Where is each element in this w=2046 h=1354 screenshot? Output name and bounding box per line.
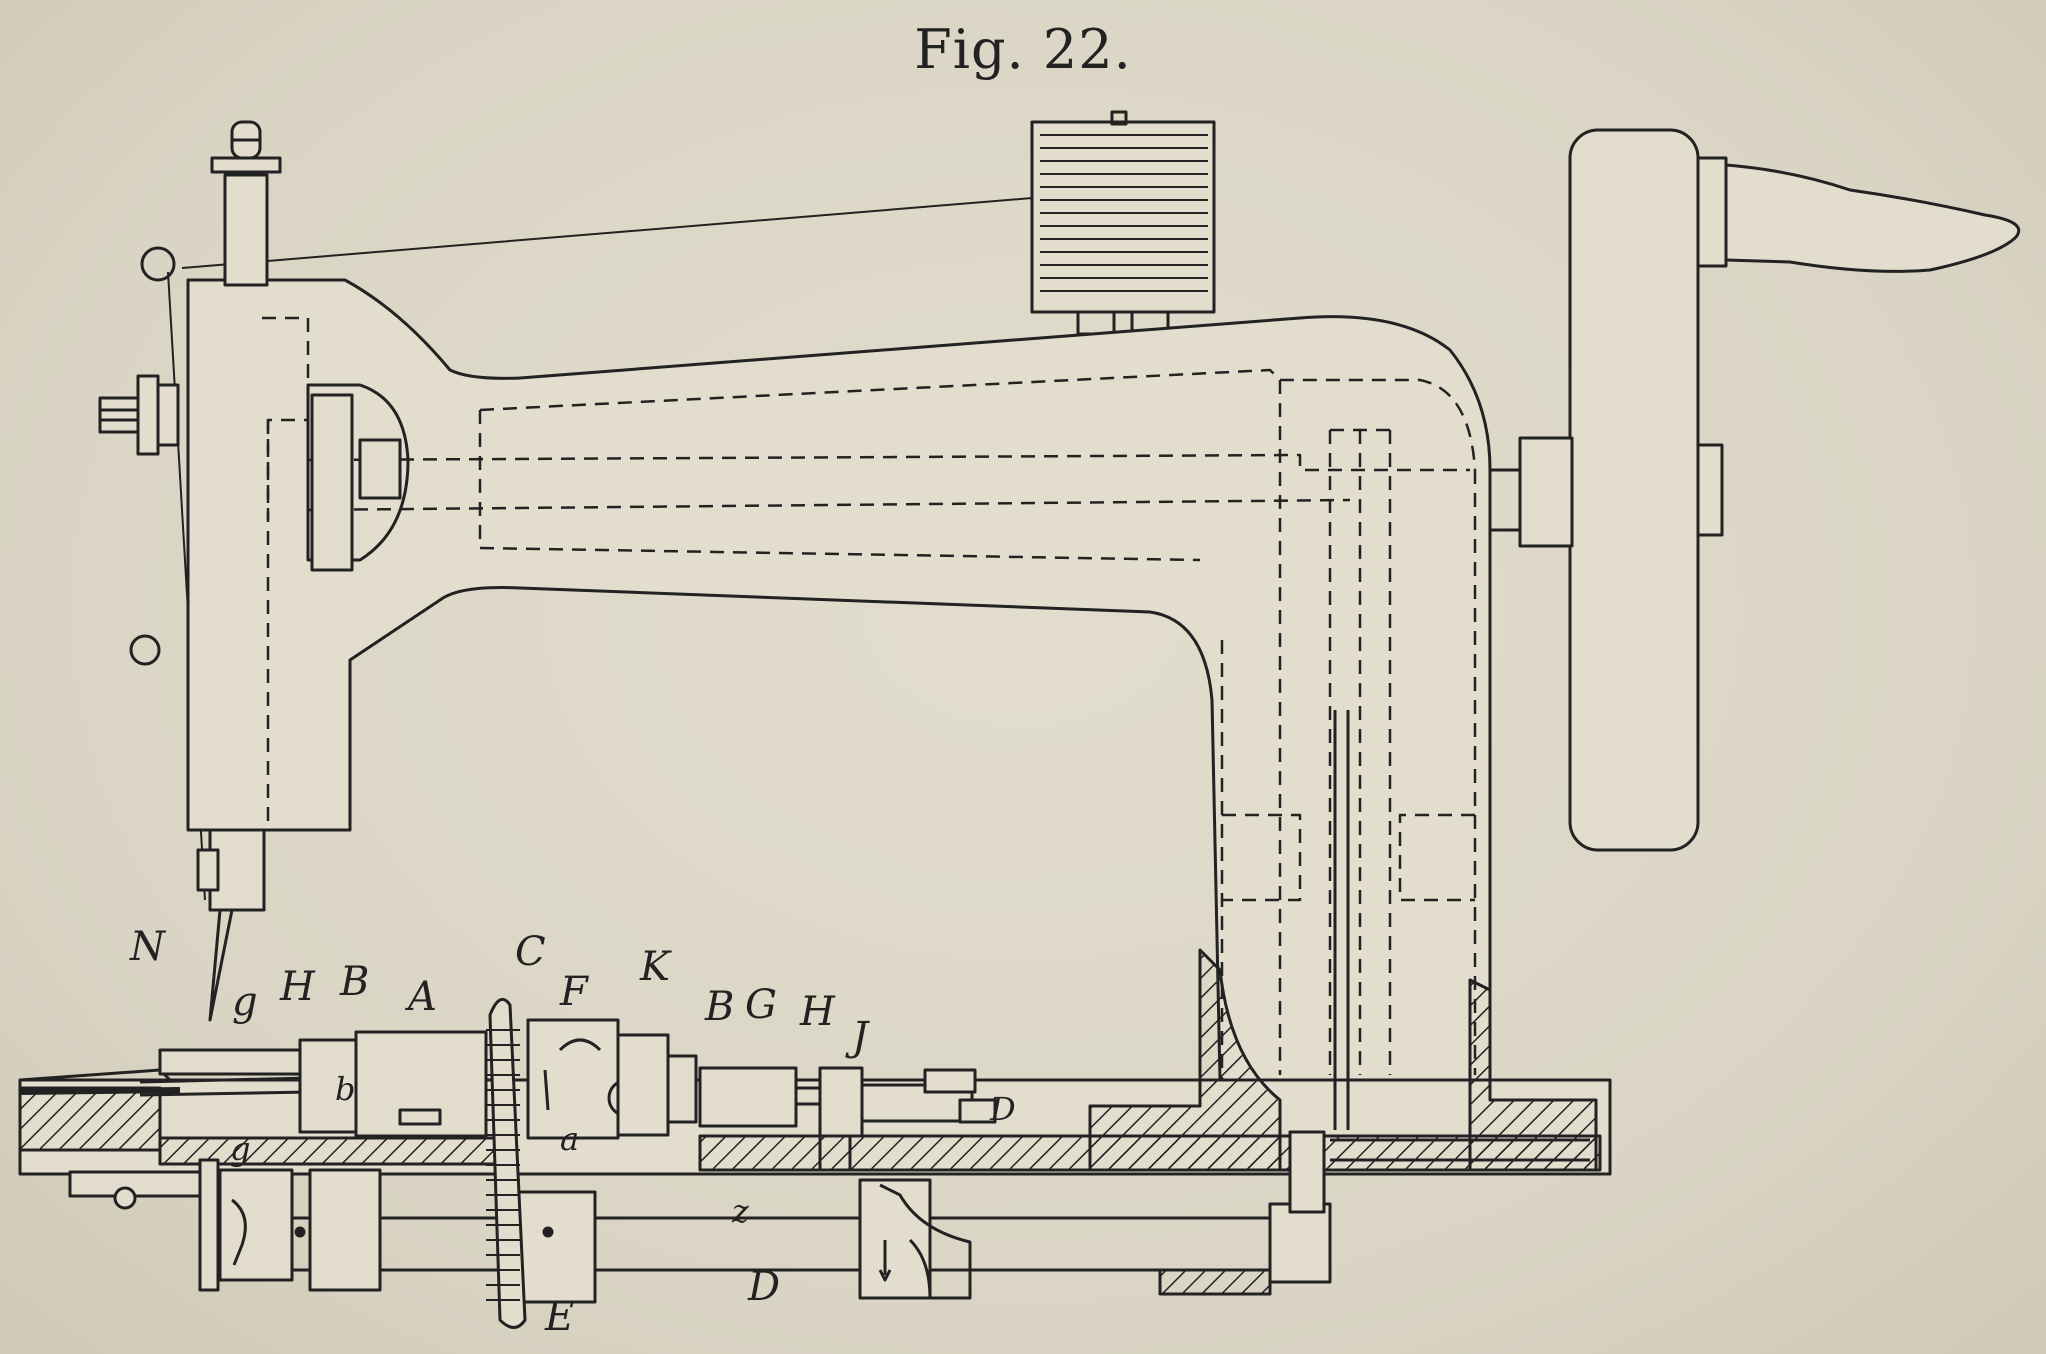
lower-shaft <box>240 710 1590 1284</box>
label-H2: H <box>799 989 836 1035</box>
label-B2: B <box>704 984 734 1030</box>
label-B: B <box>339 959 369 1005</box>
thread-spool <box>1030 110 1216 336</box>
needle-bar <box>196 120 282 1022</box>
feed-assembly <box>19 1018 997 1170</box>
label-D-small: D <box>989 1090 1016 1128</box>
label-G: G <box>745 982 777 1028</box>
label-g: g <box>232 979 258 1025</box>
figure-caption: Fig. 22. <box>914 18 1132 81</box>
label-g2: g <box>230 1130 250 1168</box>
label-H: H <box>279 964 316 1010</box>
label-z: z <box>731 1192 750 1230</box>
label-N: N <box>129 924 167 970</box>
diagram-labels: N g H B A C F K B G H J b a g D z E D <box>129 924 1016 1340</box>
face-plate <box>306 383 410 562</box>
handwheel <box>1490 128 2021 852</box>
label-F: F <box>559 969 589 1015</box>
label-b: b <box>335 1070 355 1108</box>
label-a: a <box>560 1120 579 1158</box>
lower-thread-guide <box>129 634 161 666</box>
label-D: D <box>747 1264 780 1310</box>
label-A: A <box>404 974 437 1020</box>
thread-eyelet <box>140 246 176 282</box>
label-C: C <box>515 929 546 975</box>
looper-assembly <box>68 1158 972 1304</box>
machine-arm <box>186 278 1492 1082</box>
thread <box>181 197 1033 269</box>
gear-wheel <box>486 997 527 1329</box>
machine-bed <box>18 948 1612 1296</box>
label-E: E <box>544 1294 574 1340</box>
thread-tension-device <box>98 374 180 456</box>
label-J: J <box>845 1014 870 1060</box>
hidden-lines <box>262 316 1477 1080</box>
label-K: K <box>639 944 672 990</box>
